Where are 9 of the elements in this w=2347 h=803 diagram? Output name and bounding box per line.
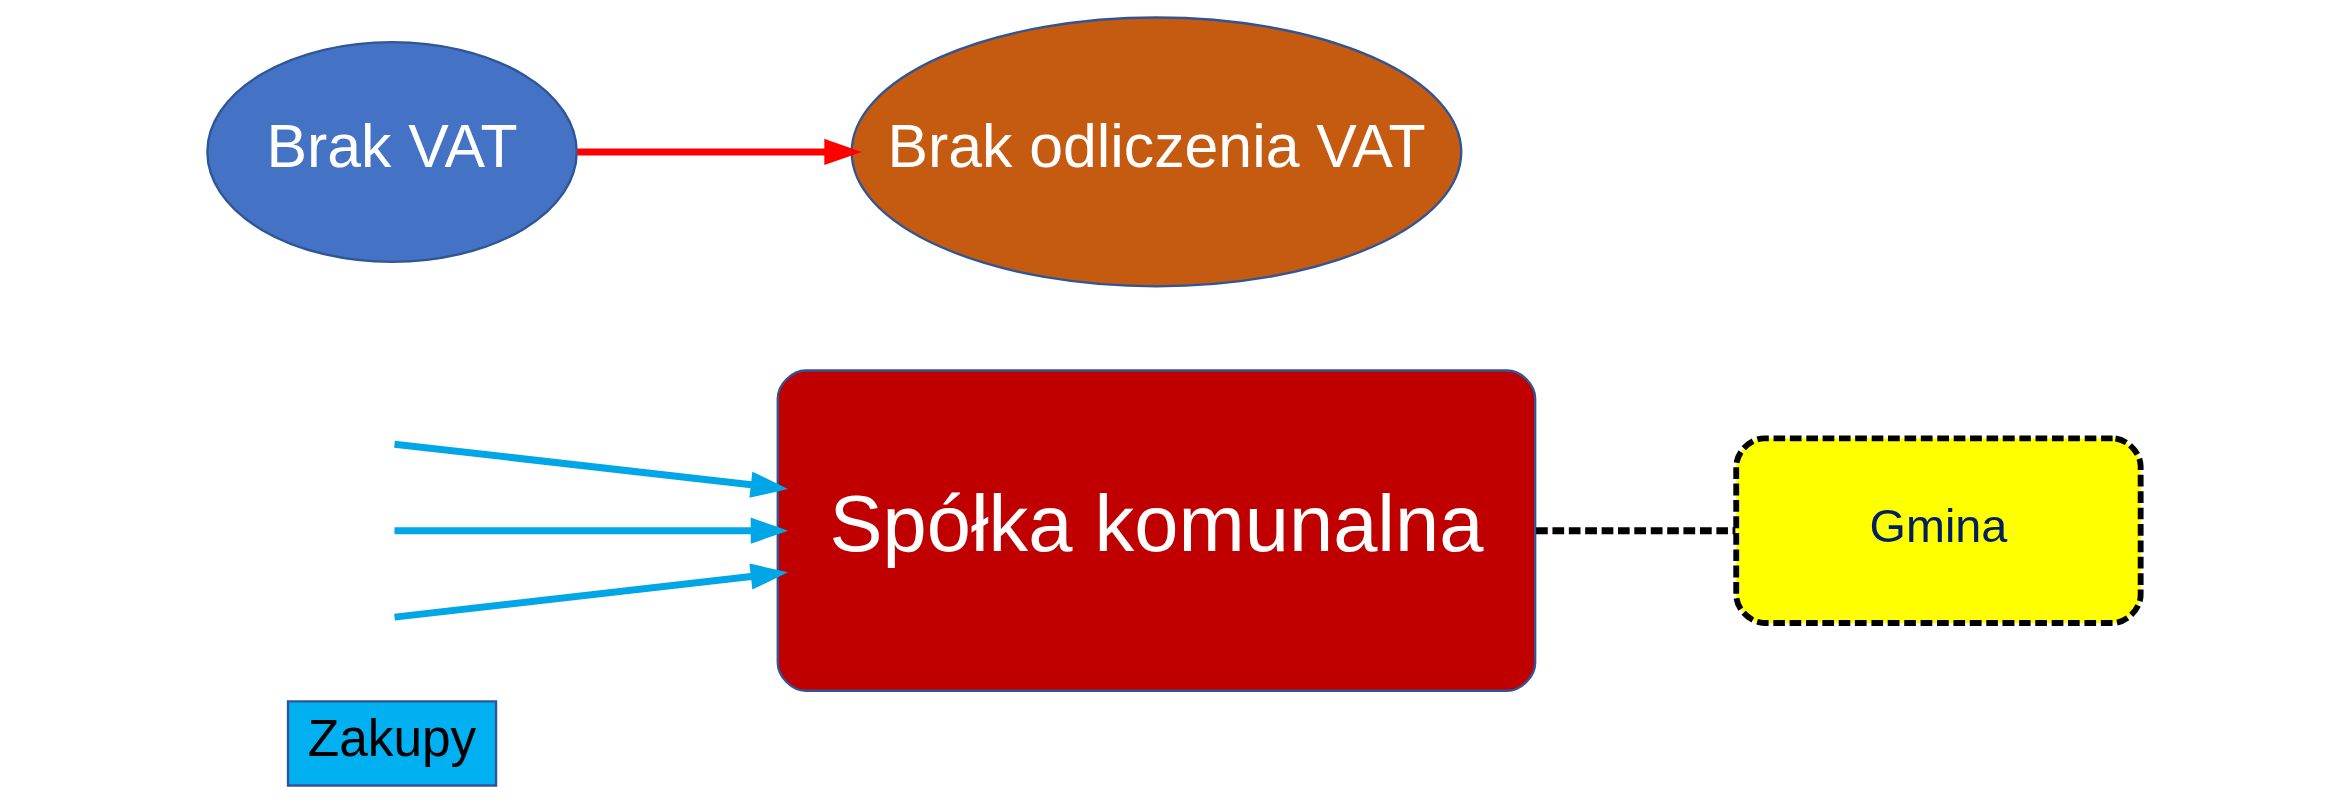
node-ellipse: Brak VAT	[205, 40, 578, 263]
arrow	[393, 440, 788, 498]
arrow	[393, 563, 788, 621]
node-box: Spółka komunalna	[776, 369, 1536, 692]
connector	[1535, 527, 1735, 535]
node-box: Gmina	[1732, 435, 2144, 626]
arrow	[576, 138, 862, 166]
node-box: Zakupy	[286, 700, 497, 787]
node-ellipse: Brak odliczenia VAT	[850, 16, 1462, 288]
